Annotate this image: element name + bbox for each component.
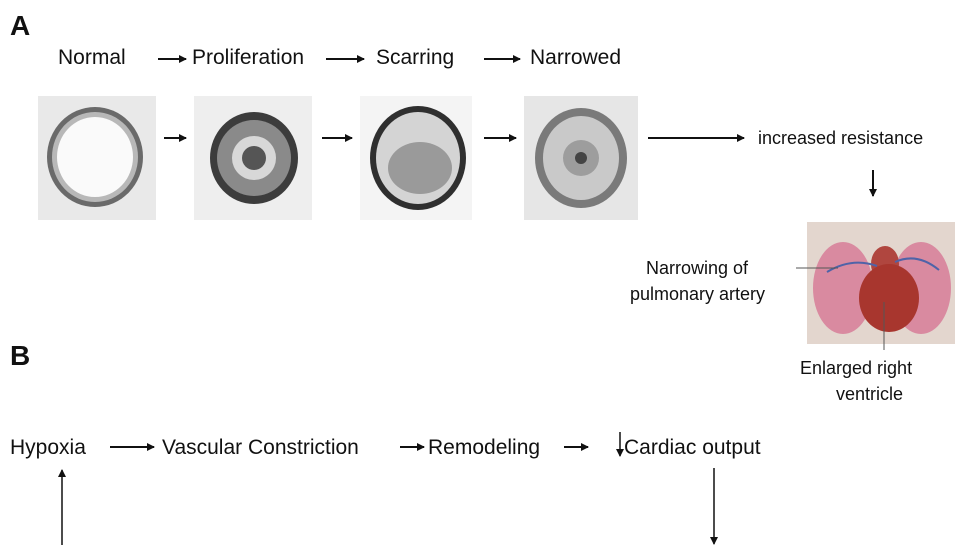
arrows-layer <box>0 0 962 545</box>
